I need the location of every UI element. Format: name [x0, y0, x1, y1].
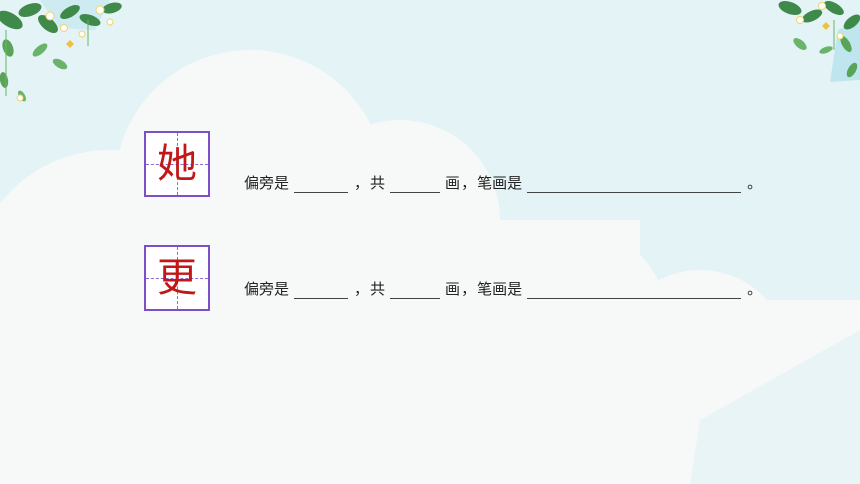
flower-right — [796, 2, 844, 40]
total-label: 共 — [370, 174, 386, 192]
character-grid-1: 她 — [144, 131, 210, 197]
character-2: 更 — [157, 255, 197, 301]
radical-label: 偏旁是 — [244, 280, 290, 298]
character-1: 她 — [157, 141, 197, 187]
flower-left — [16, 5, 114, 102]
strokes-unit-label: 画 — [445, 280, 461, 298]
radical-label: 偏旁是 — [244, 174, 290, 192]
radical-blank[interactable] — [294, 284, 349, 299]
stroke-count-blank[interactable] — [390, 284, 441, 299]
stroke-order-blank[interactable] — [527, 284, 742, 299]
grid-guide-horizontal — [146, 164, 208, 165]
comma: ， — [354, 174, 370, 192]
strokes-unit-label: 画 — [445, 174, 461, 192]
stroke-count-blank[interactable] — [390, 178, 441, 193]
stroke-order-blank[interactable] — [527, 178, 742, 193]
grid-guide-horizontal — [146, 278, 208, 279]
stroke-order-label: 笔画是 — [477, 174, 523, 192]
total-label: 共 — [370, 280, 386, 298]
vine-right — [778, 1, 860, 78]
end-mark: 。 — [747, 174, 763, 192]
exercise-line-1: 偏旁是 ， 共 画 ， 笔画是 。 — [244, 171, 763, 193]
comma: ， — [461, 280, 477, 298]
stroke-order-label: 笔画是 — [477, 280, 523, 298]
radical-blank[interactable] — [294, 178, 349, 193]
exercise-line-2: 偏旁是 ， 共 画 ， 笔画是 。 — [244, 277, 763, 299]
character-grid-2: 更 — [144, 245, 210, 311]
end-mark: 。 — [747, 280, 763, 298]
comma: ， — [461, 174, 477, 192]
comma: ， — [354, 280, 370, 298]
